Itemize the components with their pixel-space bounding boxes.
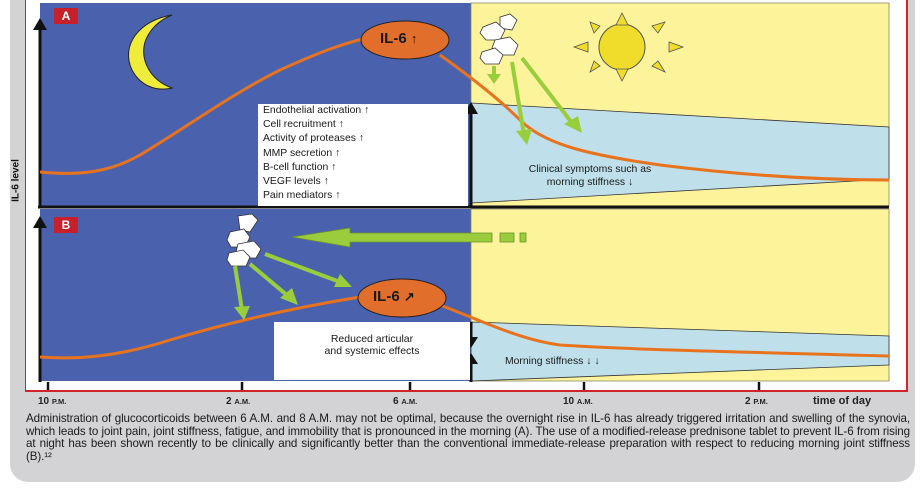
- x-axis-title: time of day: [813, 395, 872, 407]
- x-tick-label: 6 A.M.: [393, 396, 418, 407]
- panel-b-badge: B: [54, 217, 78, 233]
- panel-a-il6-label: IL-6 ↑: [380, 30, 417, 47]
- morning-stiffness-label: Morning stiffness ↓ ↓: [505, 356, 600, 367]
- effect-item: Cell recruitment ↑: [263, 119, 344, 131]
- panel-a-badge: A: [54, 8, 78, 24]
- panel-b-il6-curve: [39, 295, 890, 360]
- reduced-line-2: and systemic effects: [324, 345, 420, 357]
- x-tick-label: 2 P.M.: [745, 396, 768, 407]
- panel-a-green-arrows: [487, 56, 582, 145]
- panel-b-il6-label: IL-6 ↗: [373, 288, 415, 305]
- panel-b-green-arrows: [233, 252, 352, 320]
- y-axis-b-arrowhead: [33, 216, 47, 228]
- x-tick-label: 10 A.M.: [563, 396, 593, 407]
- steroid-molecule-icon-b: [226, 213, 262, 267]
- effect-item: VEGF levels ↑: [263, 176, 329, 188]
- x-tick-label: 10 P.M.: [38, 396, 67, 407]
- x-tick-label: 2 A.M.: [226, 396, 251, 407]
- il6-up-arrow: ↑: [410, 31, 418, 46]
- effects-list: Endothelial activation ↑ Cell recruitmen…: [258, 104, 468, 206]
- steroid-molecule-icon: [479, 13, 519, 65]
- effect-item: B-cell function ↑: [263, 161, 337, 173]
- y-axis-strip: [10, 0, 24, 395]
- il6-text: IL-6: [373, 288, 400, 305]
- y-axis-a-arrowhead: [33, 18, 47, 30]
- effect-item: Endothelial activation ↑: [263, 105, 370, 116]
- reduced-effects-box: [274, 322, 470, 380]
- y-axis-label: IL-6 level: [10, 159, 22, 202]
- reduced-line-1: Reduced articular: [330, 333, 414, 345]
- clinical-symptoms-label: Clinical symptoms such as morning stiffn…: [480, 163, 700, 189]
- il6-text: IL-6: [380, 30, 407, 47]
- left-arrow-icon: [291, 227, 527, 248]
- down-arrows: ↓ ↓: [586, 356, 600, 367]
- panel-b-il6-bubble: [357, 278, 447, 318]
- effect-item: MMP secretion ↑: [263, 147, 341, 159]
- x-axis-ticks: [46, 382, 761, 390]
- sun-icon: [572, 12, 685, 82]
- il6-diagonal-arrow: ↗: [403, 289, 415, 304]
- panel-a-il6-bubble: [360, 20, 450, 60]
- moon-icon: [127, 14, 174, 90]
- effect-item: Pain mediators ↑: [263, 190, 341, 202]
- clinical-line-2: morning stiffness ↓: [546, 177, 634, 188]
- reduced-effects-label: Reduced articular and systemic effects: [274, 333, 470, 357]
- clinical-line-1: Clinical symptoms such as: [528, 164, 652, 175]
- panel-a-il6-curve: [39, 33, 890, 182]
- effect-item: Activity of proteases ↑: [263, 133, 365, 145]
- figure-caption: Administration of glucocorticoids betwee…: [26, 412, 910, 463]
